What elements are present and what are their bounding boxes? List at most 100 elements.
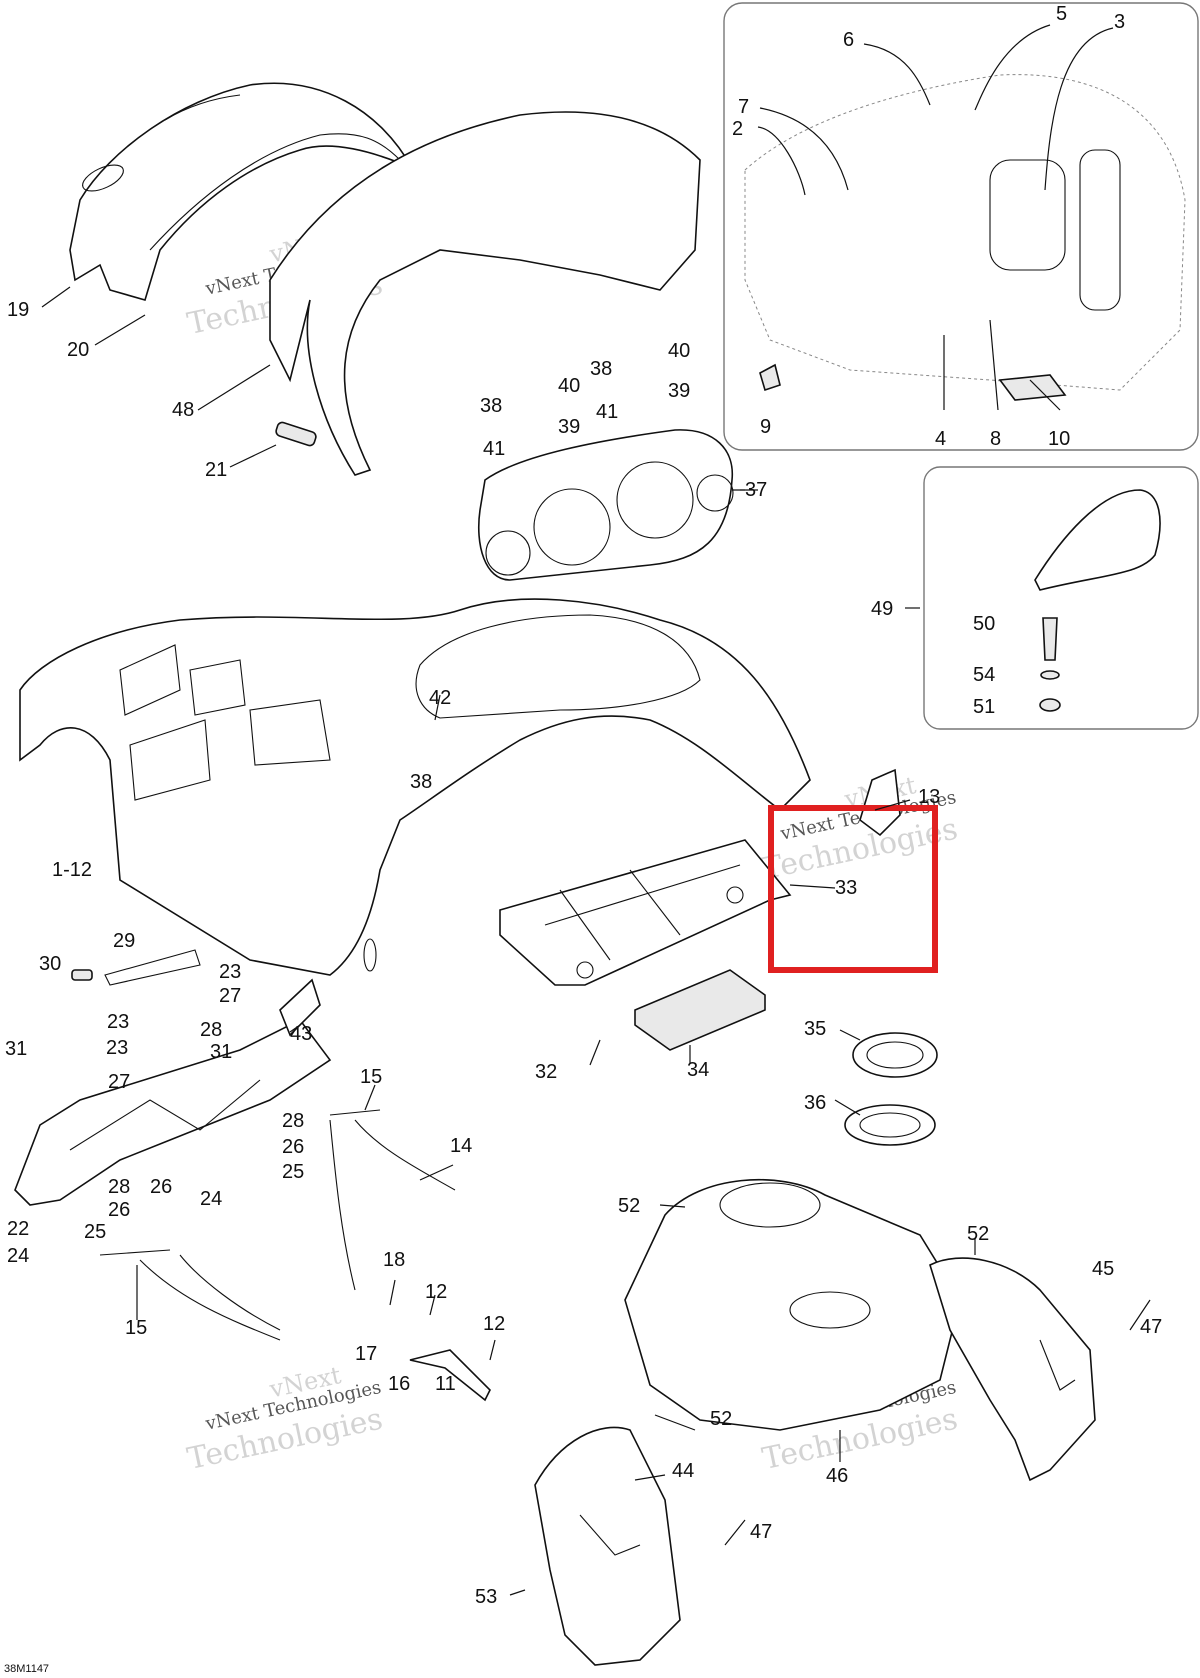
- gauge-hole: [533, 488, 611, 566]
- part-label-52[interactable]: 52: [710, 1408, 732, 1430]
- screw-50: [1042, 617, 1058, 661]
- decal-detail-box: [723, 2, 1199, 451]
- part-label-26[interactable]: 26: [108, 1199, 130, 1221]
- part-label-16[interactable]: 16: [388, 1373, 410, 1395]
- sleeve-30: [71, 969, 93, 981]
- part-label-19[interactable]: 19: [7, 299, 29, 321]
- deflector-groove: [1039, 1339, 1076, 1391]
- bracket-13: [859, 768, 901, 837]
- part-label-38[interactable]: 38: [590, 358, 612, 380]
- part-label-43[interactable]: 43: [290, 1023, 312, 1045]
- part-label-9[interactable]: 9: [760, 416, 771, 438]
- part-label-52[interactable]: 52: [967, 1223, 989, 1245]
- part-label-47[interactable]: 47: [750, 1521, 772, 1543]
- part-label-35[interactable]: 35: [804, 1018, 826, 1040]
- part-label-25[interactable]: 25: [84, 1221, 106, 1243]
- part-label-22[interactable]: 22: [7, 1218, 29, 1240]
- part-label-51[interactable]: 51: [973, 696, 995, 718]
- part-label-40[interactable]: 40: [558, 375, 580, 397]
- part-label-33[interactable]: 33: [835, 877, 857, 899]
- part-label-12[interactable]: 12: [425, 1281, 447, 1303]
- main-body-vent: [189, 659, 246, 716]
- part-label-32[interactable]: 32: [535, 1061, 557, 1083]
- part-label-41[interactable]: 41: [483, 438, 505, 460]
- deflector-groove: [579, 1514, 641, 1556]
- part-label-52[interactable]: 52: [618, 1195, 640, 1217]
- part-label-28[interactable]: 28: [282, 1110, 304, 1132]
- part-label-3[interactable]: 3: [1114, 11, 1125, 33]
- part-label-37[interactable]: 37: [745, 479, 767, 501]
- tray-hole: [576, 961, 594, 979]
- part-label-41[interactable]: 41: [596, 401, 618, 423]
- part-label-26[interactable]: 26: [282, 1136, 304, 1158]
- part-label-54[interactable]: 54: [973, 664, 995, 686]
- part-label-25[interactable]: 25: [282, 1161, 304, 1183]
- seat-frame-22: [14, 1018, 332, 1206]
- part-label-53[interactable]: 53: [475, 1586, 497, 1608]
- part-label-20[interactable]: 20: [67, 339, 89, 361]
- part-label-7[interactable]: 7: [738, 96, 749, 118]
- leader-lines: [41, 24, 1151, 1596]
- tray-rib: [559, 889, 611, 961]
- cover-vent: [82, 164, 124, 192]
- part-label-23[interactable]: 23: [219, 961, 241, 983]
- gasket-36: [844, 1104, 936, 1146]
- main-body-grille: [119, 644, 181, 716]
- part-label-23[interactable]: 23: [106, 1037, 128, 1059]
- part-label-38[interactable]: 38: [480, 395, 502, 417]
- part-label-12[interactable]: 12: [483, 1313, 505, 1335]
- part-label-13[interactable]: 13: [918, 786, 940, 808]
- part-label-15[interactable]: 15: [125, 1317, 147, 1339]
- part-label-29[interactable]: 29: [113, 930, 135, 952]
- part-label-26[interactable]: 26: [150, 1176, 172, 1198]
- highlight-box: [768, 805, 938, 973]
- part-label-24[interactable]: 24: [7, 1245, 29, 1267]
- part-label-36[interactable]: 36: [804, 1092, 826, 1114]
- decal-10: [998, 374, 1067, 401]
- decal-opening: [989, 159, 1066, 271]
- console-cup: [789, 1291, 871, 1329]
- part-label-5[interactable]: 5: [1056, 3, 1067, 25]
- part-label-10[interactable]: 10: [1048, 428, 1070, 450]
- part-label-42[interactable]: 42: [429, 687, 451, 709]
- part-label-2[interactable]: 2: [732, 118, 743, 140]
- part-label-30[interactable]: 30: [39, 953, 61, 975]
- part-label-49[interactable]: 49: [871, 598, 893, 620]
- part-label-17[interactable]: 17: [355, 1343, 377, 1365]
- part-label-14[interactable]: 14: [450, 1135, 472, 1157]
- part-label-40[interactable]: 40: [668, 340, 690, 362]
- clip-21: [275, 421, 317, 447]
- part-label-21[interactable]: 21: [205, 459, 227, 481]
- part-label-39[interactable]: 39: [668, 380, 690, 402]
- side-panel-48: [269, 111, 701, 476]
- part-label-24[interactable]: 24: [200, 1188, 222, 1210]
- part-label-44[interactable]: 44: [672, 1460, 694, 1482]
- part-label-38[interactable]: 38: [410, 771, 432, 793]
- part-label-48[interactable]: 48: [172, 399, 194, 421]
- part-label-28[interactable]: 28: [200, 1019, 222, 1041]
- part-label-27[interactable]: 27: [219, 985, 241, 1007]
- cable-15-lower: [179, 1254, 281, 1331]
- part-label-4[interactable]: 4: [935, 428, 946, 450]
- part-label-15[interactable]: 15: [360, 1066, 382, 1088]
- part-label-27[interactable]: 27: [108, 1071, 130, 1093]
- part-label-6[interactable]: 6: [843, 29, 854, 51]
- part-label-45[interactable]: 45: [1092, 1258, 1114, 1280]
- part-label-34[interactable]: 34: [687, 1059, 709, 1081]
- part-label-8[interactable]: 8: [990, 428, 1001, 450]
- part-label-46[interactable]: 46: [826, 1465, 848, 1487]
- part-label-23[interactable]: 23: [107, 1011, 129, 1033]
- part-label-31[interactable]: 31: [210, 1041, 232, 1063]
- console-opening: [719, 1182, 821, 1228]
- part-label-39[interactable]: 39: [558, 416, 580, 438]
- part-label-50[interactable]: 50: [973, 613, 995, 635]
- part-label-11[interactable]: 11: [435, 1373, 456, 1395]
- part-label-47[interactable]: 47: [1140, 1316, 1162, 1338]
- decal-opening: [1079, 149, 1121, 311]
- part-label-31[interactable]: 31: [5, 1038, 27, 1060]
- part-label-1-12[interactable]: 1-12: [52, 859, 92, 881]
- part-label-28[interactable]: 28: [108, 1176, 130, 1198]
- cable-14-lower: [329, 1119, 356, 1291]
- part-label-18[interactable]: 18: [383, 1249, 405, 1271]
- lever-11: [409, 1349, 491, 1402]
